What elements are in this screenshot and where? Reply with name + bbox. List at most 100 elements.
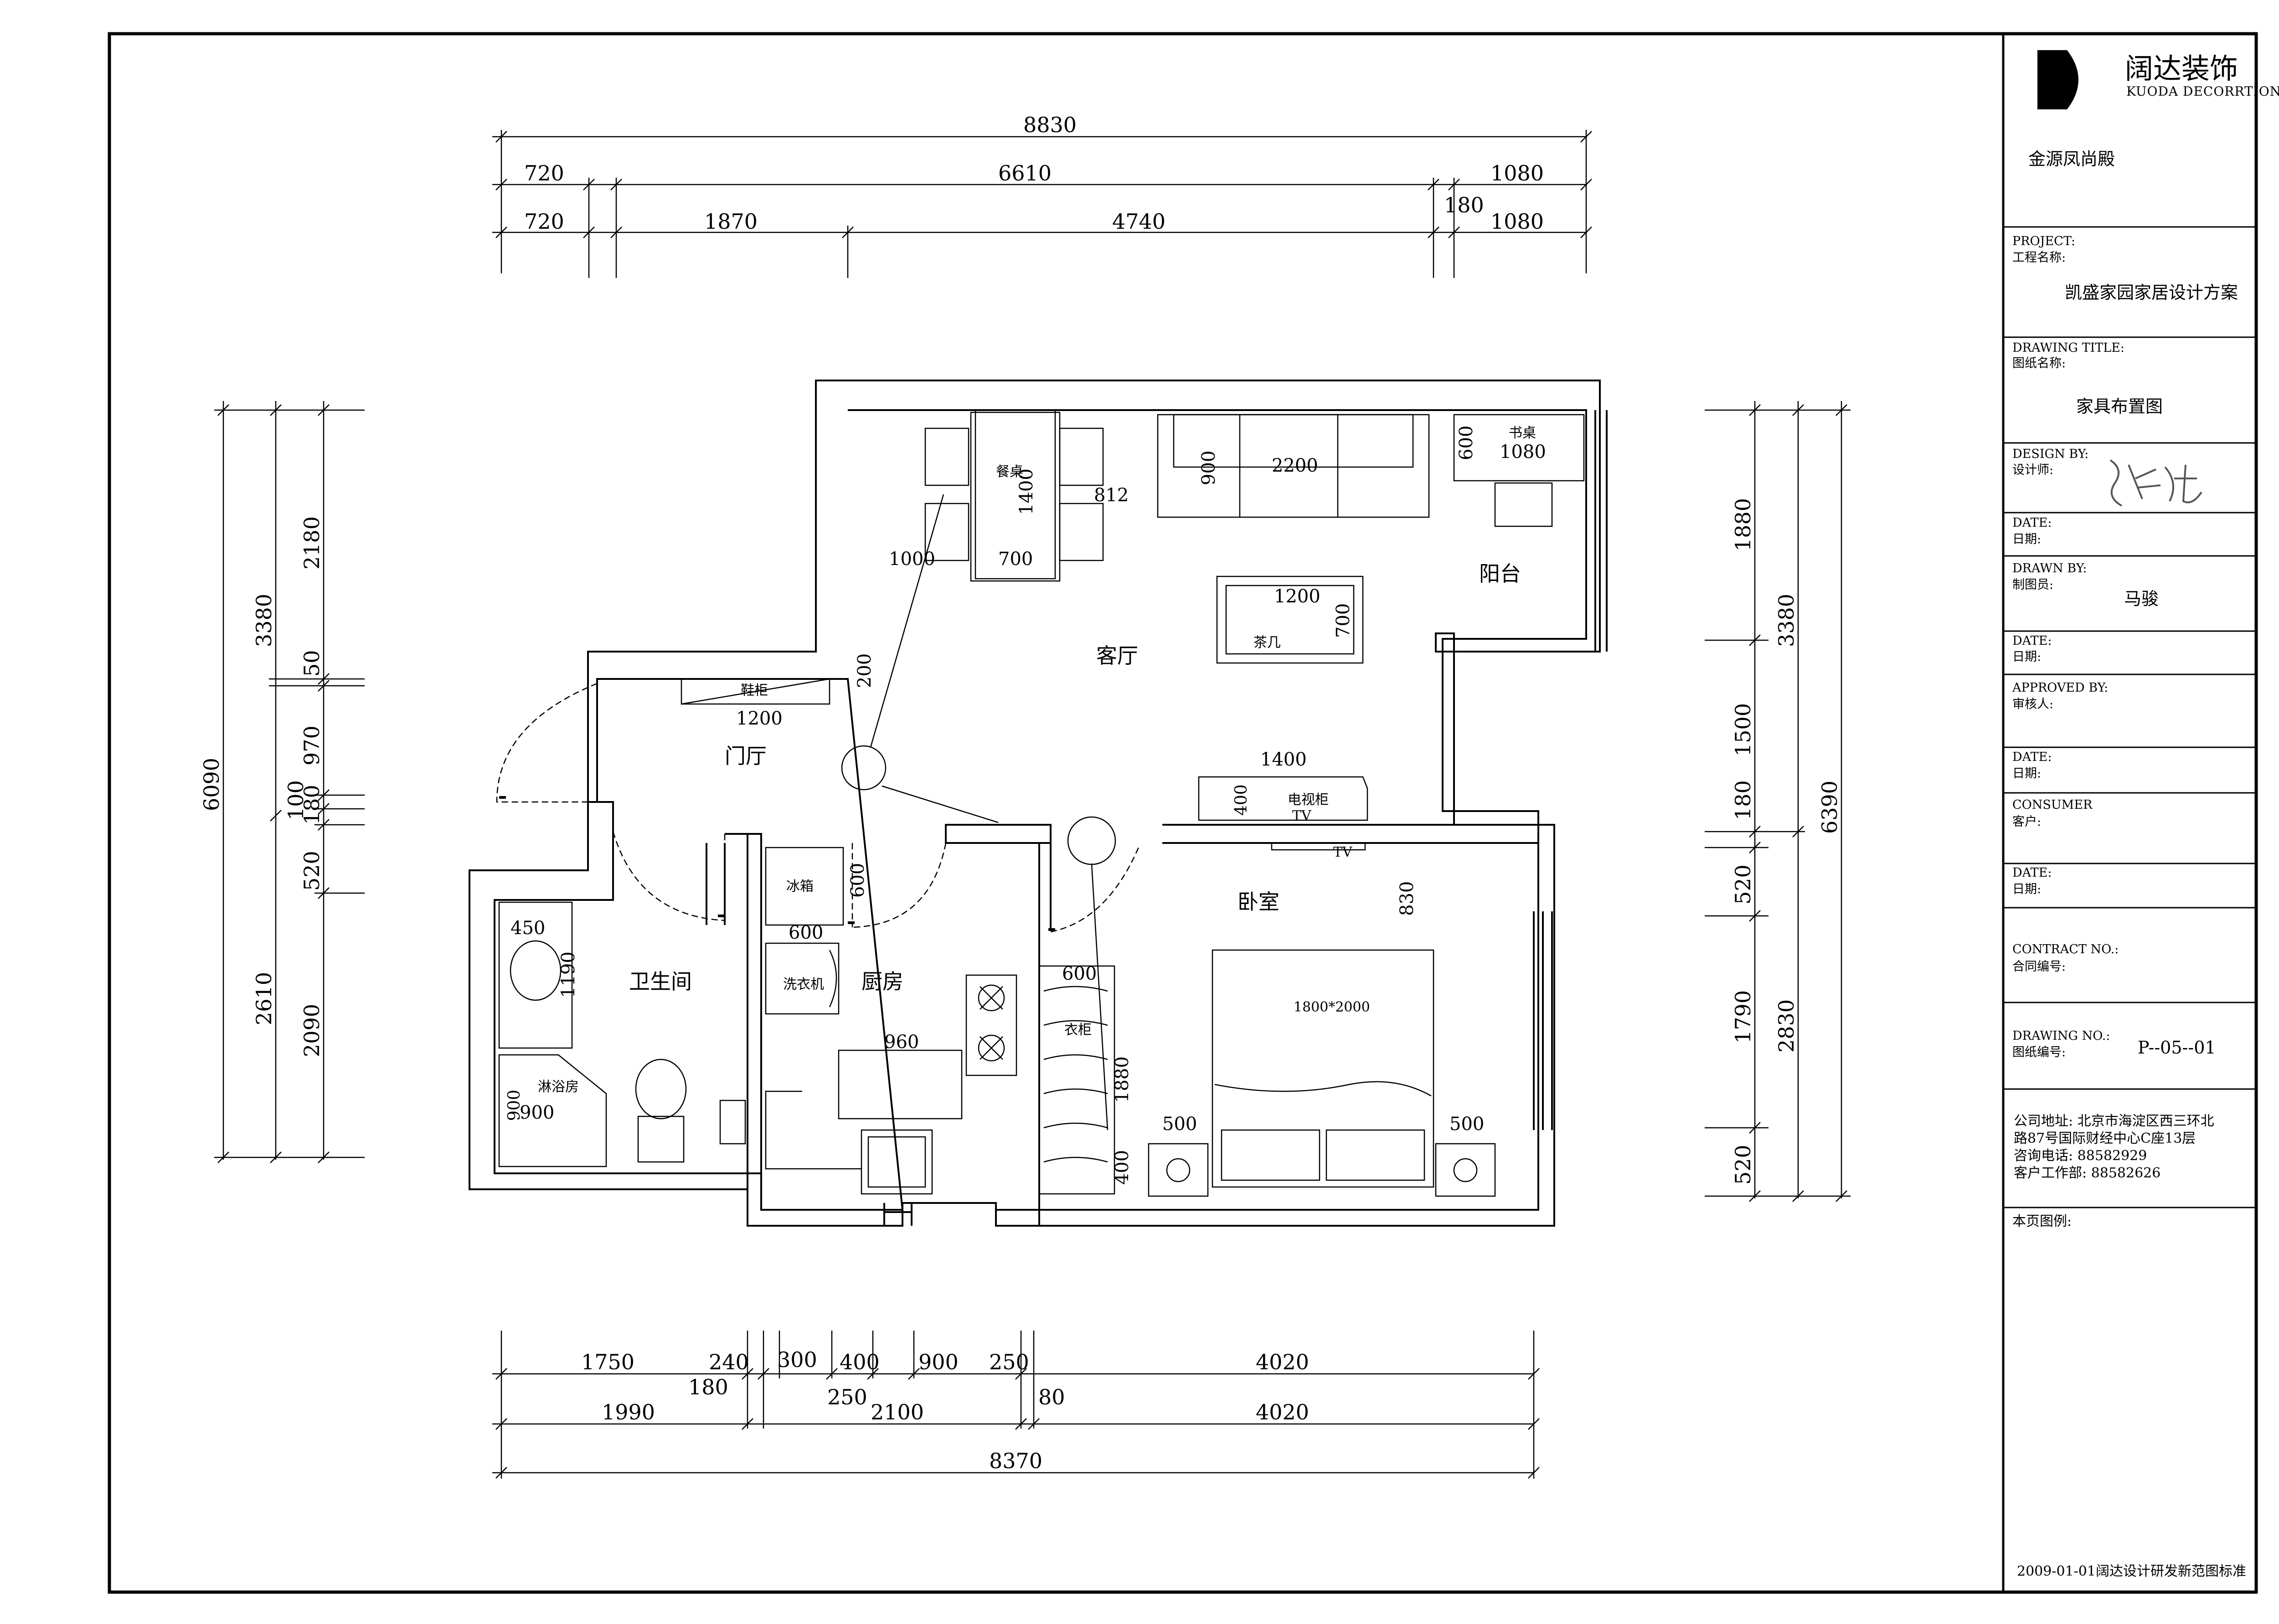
dim-bot-r1-3: 180 bbox=[688, 1375, 728, 1399]
label-desk: 书桌 bbox=[1509, 425, 1536, 441]
dim-top-r3-4: 180 bbox=[1444, 193, 1484, 217]
dim-nightstand-left: 500 bbox=[1162, 1114, 1197, 1135]
dim-bot-r1-9: 4020 bbox=[1256, 1350, 1309, 1374]
address-line-2: 路87号国际财经中心C座13层 bbox=[2014, 1131, 2196, 1146]
approved-by-label-cn: 审核人: bbox=[2012, 697, 2053, 711]
dim-top-r3-2: 1870 bbox=[704, 209, 758, 234]
dim-bot-r2-1: 1990 bbox=[602, 1400, 655, 1424]
project-label-en: PROJECT: bbox=[2012, 234, 2075, 248]
dim-top-r2-2: 6610 bbox=[998, 161, 1052, 185]
dining-chair bbox=[1059, 503, 1104, 561]
dimension-lines bbox=[214, 130, 1851, 1479]
dining-chair bbox=[1059, 427, 1104, 486]
dim-left-in-7: 2090 bbox=[299, 1004, 324, 1057]
dim-bot-r2-2: 2100 bbox=[871, 1400, 924, 1424]
dim-top-r2-1: 720 bbox=[524, 161, 564, 185]
dim-bed-gap: 830 bbox=[1397, 881, 1418, 916]
date-label-en-2: DATE: bbox=[2012, 634, 2052, 648]
walls bbox=[469, 380, 1608, 1227]
stove bbox=[965, 974, 1017, 1076]
label-bed: 1800*2000 bbox=[1294, 999, 1370, 1015]
brand-name: 阔达装饰 bbox=[2125, 52, 2238, 85]
drawing-title-value: 家具布置图 bbox=[2076, 396, 2163, 416]
kitchen-sink bbox=[861, 1129, 933, 1195]
dim-dining-gap1: 1000 bbox=[889, 549, 935, 570]
bedroom-door bbox=[1050, 843, 1140, 933]
kitchen-door bbox=[851, 843, 947, 928]
room-kitchen: 厨房 bbox=[861, 969, 903, 994]
project-name-top: 金源凤尚殿 bbox=[2028, 149, 2115, 169]
dining-chair bbox=[924, 503, 969, 561]
dim-fridge-w: 600 bbox=[847, 863, 868, 898]
desk bbox=[1453, 414, 1585, 482]
furniture-labels: 餐桌 1400 700 1000 812 900 2200 书桌 1080 60… bbox=[505, 425, 1546, 1185]
label-wardrobe: 衣柜 bbox=[1064, 1022, 1092, 1038]
dim-bot-total: 8370 bbox=[989, 1449, 1042, 1473]
dim-shoe-len: 1200 bbox=[736, 708, 783, 729]
dim-left-in-3: 970 bbox=[299, 725, 324, 766]
wardrobe bbox=[1038, 965, 1115, 1195]
dim-bot-r1-2: 240 bbox=[709, 1350, 749, 1374]
drawing-no-value: P--05--01 bbox=[2138, 1038, 2216, 1058]
tea-table bbox=[1216, 576, 1364, 664]
title-block: 阔达装饰 KUODA DECORRTION 金源凤尚殿 PROJECT: 工程名… bbox=[2003, 50, 2279, 1579]
dim-bot-r1-1: 1750 bbox=[581, 1350, 634, 1374]
dim-right-in-6: 520 bbox=[1731, 1145, 1755, 1185]
furniture bbox=[498, 409, 1585, 1197]
dim-sofa-len: 2200 bbox=[1272, 455, 1318, 476]
dim-right-in-1: 1880 bbox=[1731, 498, 1755, 551]
dim-counter-len: 960 bbox=[884, 1032, 919, 1053]
kitchen-counter bbox=[838, 1049, 963, 1120]
dim-desk-len: 1080 bbox=[1500, 442, 1546, 463]
bottom-dimensions: 1750 240 180 300 250 400 900 250 4020 19… bbox=[581, 1347, 1309, 1473]
phone-line: 咨询电话: 88582929 bbox=[2014, 1148, 2147, 1164]
dim-washer-w: 600 bbox=[789, 922, 823, 943]
dim-left-outer: 6090 bbox=[199, 758, 224, 811]
ceiling-light bbox=[841, 745, 887, 791]
dim-bot-r2-4: 4020 bbox=[1256, 1400, 1309, 1424]
dim-dining-w: 700 bbox=[998, 549, 1033, 570]
basin bbox=[510, 940, 562, 1001]
dim-bot-r1-6: 400 bbox=[840, 1350, 880, 1374]
drawing-no-label-en: DRAWING NO.: bbox=[2012, 1029, 2110, 1043]
label-fridge: 冰箱 bbox=[786, 879, 814, 894]
dim-nightstand-right: 500 bbox=[1449, 1114, 1484, 1135]
dim-wardrobe-d: 400 bbox=[1112, 1150, 1133, 1185]
date-label-cn-1: 日期: bbox=[2012, 532, 2041, 546]
dim-top-r2-3: 1080 bbox=[1490, 161, 1544, 185]
basin-counter bbox=[498, 901, 573, 1049]
dim-tv-cab-len: 1400 bbox=[1260, 749, 1307, 770]
contract-label-cn: 合同编号: bbox=[2012, 960, 2066, 974]
date-label-cn-3: 日期: bbox=[2012, 766, 2041, 781]
dim-left-in-4: 100 bbox=[284, 780, 308, 820]
dim-bot-r1-8: 250 bbox=[989, 1350, 1029, 1374]
dim-shower-h: 900 bbox=[505, 1090, 524, 1121]
drawn-by-label-cn: 制图员: bbox=[2012, 578, 2053, 592]
label-tv-2: TV bbox=[1333, 844, 1353, 860]
shoe-cabinet bbox=[681, 678, 830, 705]
label-tv-1: TV bbox=[1292, 808, 1312, 824]
dim-top-r3-1: 720 bbox=[524, 209, 564, 234]
dim-tea-len: 1200 bbox=[1274, 586, 1320, 607]
project-label-cn: 工程名称: bbox=[2012, 251, 2066, 265]
date-label-cn-2: 日期: bbox=[2012, 650, 2041, 664]
nightstand-right bbox=[1435, 1143, 1496, 1197]
dim-shoe-w: 200 bbox=[854, 653, 875, 688]
tv bbox=[1271, 842, 1366, 851]
bathroom-door bbox=[612, 831, 726, 921]
brand-logo bbox=[2037, 50, 2097, 109]
dim-top-r3-3: 4740 bbox=[1112, 209, 1165, 234]
label-tea-table: 茶几 bbox=[1253, 635, 1281, 651]
dim-dining-gap2: 812 bbox=[1094, 485, 1129, 506]
consumer-label-cn: 客户: bbox=[2012, 815, 2041, 829]
footer-standard: 2009-01-01阔达设计研发新范图标准 bbox=[2017, 1563, 2246, 1579]
room-bathroom: 卫生间 bbox=[629, 969, 692, 994]
dim-wardrobe-w: 600 bbox=[1062, 963, 1097, 984]
dim-tv-cab-w: 400 bbox=[1232, 784, 1251, 816]
label-shower: 淋浴房 bbox=[538, 1079, 579, 1095]
date-label-en-3: DATE: bbox=[2012, 750, 2052, 764]
dim-right-in-4: 520 bbox=[1731, 864, 1755, 905]
tv-cabinet bbox=[1198, 776, 1368, 821]
label-shoe-cabinet: 鞋柜 bbox=[741, 683, 768, 699]
drawn-by-label-en: DRAWN BY: bbox=[2012, 561, 2087, 576]
